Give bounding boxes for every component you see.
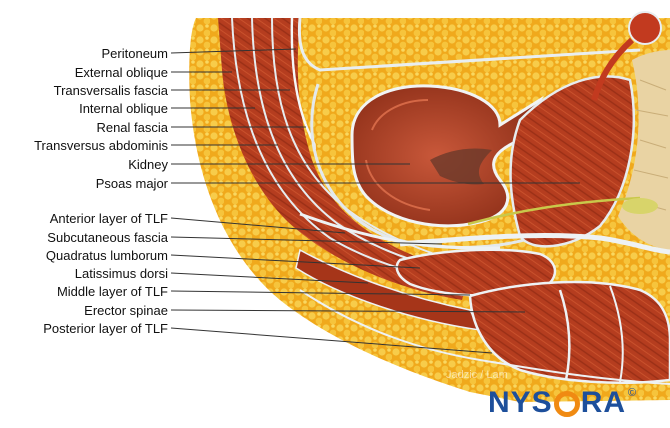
label-posterior-layer-tlf: Posterior layer of TLF <box>43 321 168 336</box>
label-transversus-abdominis: Transversus abdominis <box>34 138 168 153</box>
kidney-graphic <box>350 84 544 228</box>
label-kidney: Kidney <box>128 157 168 172</box>
psoas-major <box>509 75 635 248</box>
label-latissimus-dorsi: Latissimus dorsi <box>74 266 168 281</box>
leader-lines <box>170 48 580 354</box>
label-psoas-major: Psoas major <box>95 176 168 191</box>
posterior-fascia-line <box>299 289 670 385</box>
label-internal-oblique: Internal oblique <box>79 101 168 116</box>
label-peritoneum: Peritoneum <box>101 46 168 61</box>
thoracolumbar-fascia <box>399 233 670 255</box>
label-erector-spinae: Erector spinae <box>84 303 168 318</box>
nysora-logo: NYS RA © <box>488 386 637 420</box>
renal-fascia <box>310 83 541 249</box>
label-anterior-layer-tlf: Anterior layer of TLF <box>49 211 168 226</box>
label-renal-fascia: Renal fascia <box>96 120 168 135</box>
label-quadratus-lumborum: Quadratus lumborum <box>45 248 168 263</box>
erector-spinae-division-2 <box>609 285 624 383</box>
watermark: Jadzic / Lam <box>446 369 508 381</box>
logo-text-post: RA <box>580 386 627 419</box>
erector-spinae-division <box>558 289 571 381</box>
label-middle-layer-tlf: Middle layer of TLF <box>56 284 168 299</box>
logo-copyright: © <box>628 387 638 399</box>
anterior-tlf-sheet <box>299 212 501 250</box>
peritoneum-line <box>297 17 641 72</box>
logo-ring-o <box>553 391 580 417</box>
logo-text-pre: NYS <box>488 386 553 419</box>
label-transversalis-fascia: Transversalis fascia <box>53 83 168 98</box>
label-subcutaneous-fascia: Subcutaneous fascia <box>47 230 168 245</box>
abdominal-wall-muscles <box>218 18 470 300</box>
vessel-stem <box>591 37 635 101</box>
vessel <box>628 11 662 45</box>
nerve-ganglion <box>622 198 658 214</box>
label-external-oblique: External oblique <box>74 65 168 80</box>
nerve <box>467 196 641 226</box>
